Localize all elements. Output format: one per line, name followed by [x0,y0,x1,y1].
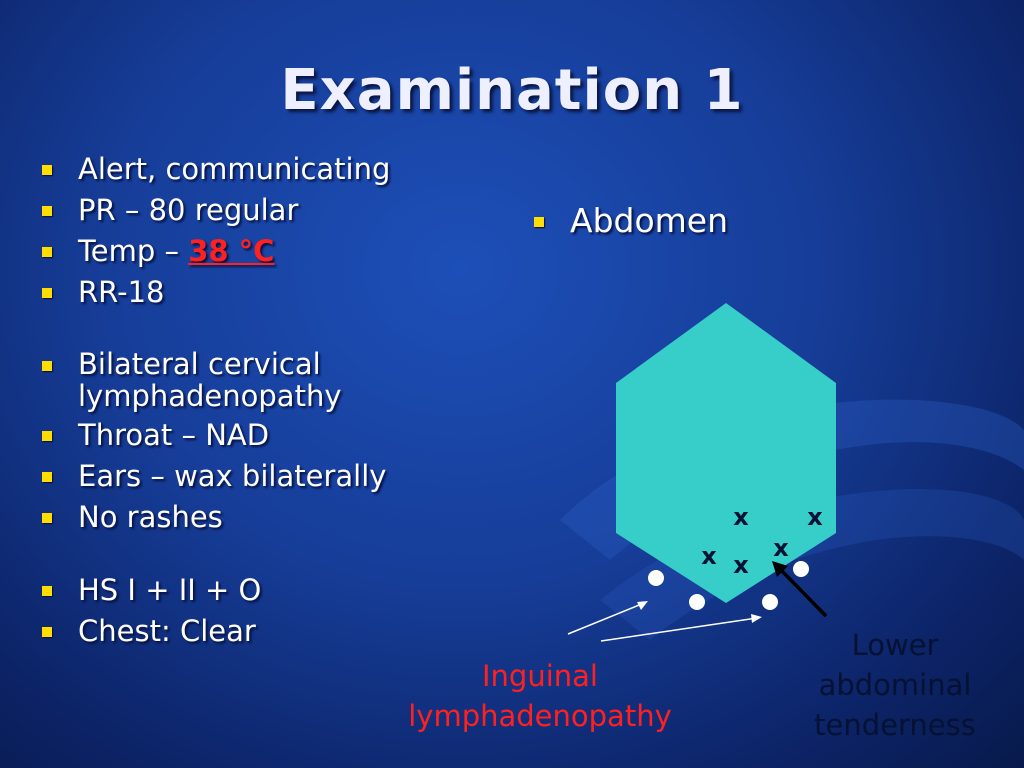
bullet-alert: Alert, communicating [40,152,480,187]
right-bullet-list: Abdomen [532,202,728,246]
bullet-throat: Throat – NAD [40,418,480,453]
bullet-square-icon [42,586,52,596]
bullet-square-icon [42,206,52,216]
tenderness-mark: x [733,551,749,579]
arrowhead-icon [751,614,762,623]
bullet-heart-sounds: HS I + II + O [40,573,480,608]
tenderness-mark: x [733,503,749,531]
bullet-abdomen: Abdomen [532,202,728,240]
arrowhead-icon [637,601,648,610]
bullet-square-icon [42,165,52,175]
lymph-node-dot [648,570,664,586]
bullet-square-icon [42,247,52,257]
bullet-square-icon [42,513,52,523]
temperature-value: 38 °C [188,234,275,268]
bullet-square-icon [42,627,52,637]
left-bullet-list: Alert, communicating PR – 80 regular Tem… [40,152,480,655]
abdomen-hexagon [616,303,836,603]
bullet-cervical-lymphadenopathy: Bilateral cervical lymphadenopathy [40,348,480,412]
tenderness-mark: x [773,534,789,562]
bullet-respiratory-rate: RR-18 [40,275,480,310]
slide-title: Examination 1 [280,58,744,123]
bullet-square-icon [42,288,52,298]
bullet-square-icon [42,472,52,482]
bullet-ears: Ears – wax bilaterally [40,459,480,494]
bullet-temperature: Temp – 38 °C [40,234,480,269]
bullet-square-icon [534,217,544,227]
bullet-square-icon [42,431,52,441]
inguinal-label: Inguinal lymphadenopathy [408,659,672,733]
bullet-pulse: PR – 80 regular [40,193,480,228]
bullet-chest: Chest: Clear [40,614,480,649]
arrowhead-icon [772,561,788,577]
tenderness-label: Lower abdominal tenderness [814,628,976,742]
inguinal-arrow-2 [600,617,758,642]
tenderness-mark: x [701,542,717,570]
lymph-node-dot [762,594,778,610]
bullet-square-icon [42,361,52,371]
lymph-node-dot [793,561,809,577]
tenderness-arrow [778,567,828,618]
lymph-node-dot [689,594,705,610]
bullet-rashes: No rashes [40,500,480,535]
inguinal-arrow-1 [567,602,645,635]
tenderness-mark: x [807,503,823,531]
